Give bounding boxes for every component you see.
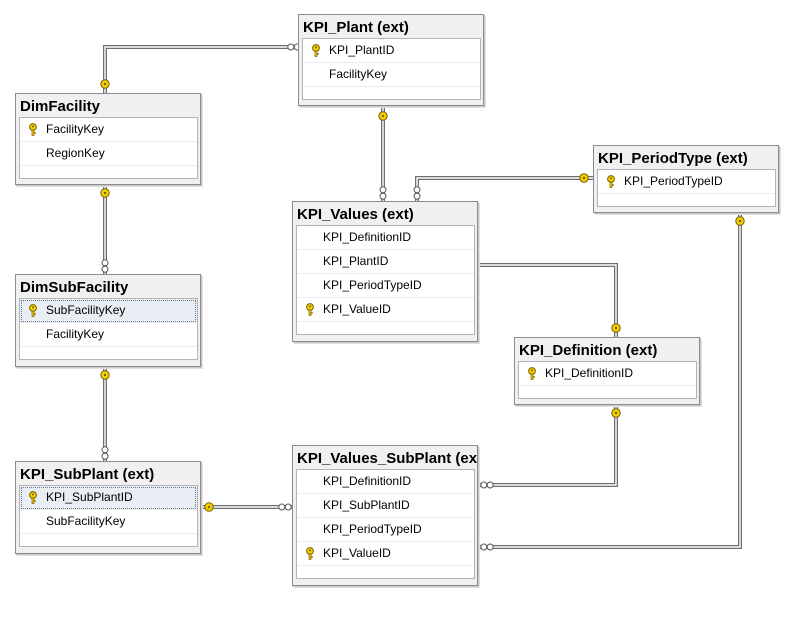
table-title[interactable]: KPI_Values_SubPlant (ext) bbox=[297, 450, 477, 467]
column-name: KPI_PlantID bbox=[323, 254, 389, 268]
relationship-key-end-icon bbox=[735, 216, 745, 226]
column-row[interactable]: FacilityKey bbox=[20, 118, 197, 142]
relationship-many-end-icon bbox=[379, 186, 387, 200]
column-list: KPI_PlantID FacilityKey bbox=[302, 38, 481, 100]
table-title[interactable]: KPI_Definition (ext) bbox=[519, 342, 658, 359]
column-row[interactable]: FacilityKey bbox=[303, 63, 480, 87]
relationship-many-end-icon bbox=[101, 259, 109, 273]
column-row[interactable]: KPI_DefinitionID bbox=[297, 226, 474, 250]
relationship-many-end-icon bbox=[480, 543, 494, 551]
column-name: KPI_ValueID bbox=[323, 546, 391, 560]
column-name: KPI_SubPlantID bbox=[323, 498, 410, 512]
column-row[interactable]: KPI_SubPlantID bbox=[20, 486, 197, 510]
relationship-key-end-icon bbox=[100, 79, 110, 89]
column-row[interactable]: SubFacilityKey bbox=[20, 510, 197, 534]
table-title[interactable]: KPI_Plant (ext) bbox=[303, 19, 409, 36]
column-name: KPI_ValueID bbox=[323, 302, 391, 316]
table-kpi-definition-ext[interactable]: KPI_Definition (ext) KPI_DefinitionID bbox=[514, 337, 700, 405]
empty-row bbox=[297, 322, 474, 334]
column-name: KPI_PeriodTypeID bbox=[323, 278, 422, 292]
table-title[interactable]: KPI_SubPlant (ext) bbox=[20, 466, 155, 483]
column-list: KPI_PeriodTypeID bbox=[597, 169, 776, 207]
table-title[interactable]: KPI_Values (ext) bbox=[297, 206, 414, 223]
relationship-key-end-icon bbox=[611, 323, 621, 333]
column-list: KPI_DefinitionID bbox=[518, 361, 697, 399]
column-row[interactable]: KPI_SubPlantID bbox=[297, 494, 474, 518]
column-name: SubFacilityKey bbox=[46, 514, 126, 528]
relationship-key-end-icon bbox=[611, 408, 621, 418]
table-title[interactable]: DimFacility bbox=[20, 98, 101, 115]
column-list: KPI_SubPlantID SubFacilityKey bbox=[19, 485, 198, 547]
column-list: KPI_DefinitionID KPI_SubPlantID KPI_Period… bbox=[296, 469, 475, 579]
relationship-key-end-icon bbox=[204, 502, 214, 512]
empty-row bbox=[303, 87, 480, 99]
table-kpi-values-ext[interactable]: KPI_Values (ext) KPI_DefinitionID KPI_Plan… bbox=[292, 201, 478, 342]
column-name: KPI_DefinitionID bbox=[323, 230, 412, 244]
empty-row bbox=[519, 386, 696, 398]
column-row[interactable]: KPI_DefinitionID bbox=[297, 470, 474, 494]
relationship-key-end-icon bbox=[100, 370, 110, 380]
column-row[interactable]: KPI_PlantID bbox=[303, 39, 480, 63]
relationship-key-end-icon bbox=[579, 173, 589, 183]
column-name: FacilityKey bbox=[46, 122, 105, 136]
column-row[interactable]: FacilityKey bbox=[20, 323, 197, 347]
column-row[interactable]: KPI_DefinitionID bbox=[519, 362, 696, 386]
column-name: FacilityKey bbox=[46, 327, 105, 341]
relationship-many-end-icon bbox=[413, 186, 421, 200]
column-row[interactable]: KPI_ValueID bbox=[297, 298, 474, 322]
column-row[interactable]: SubFacilityKey bbox=[20, 299, 197, 323]
relationship-many-end-icon bbox=[480, 481, 494, 489]
column-name: RegionKey bbox=[46, 146, 105, 160]
relationship-key-end-icon bbox=[378, 111, 388, 121]
table-kpi-subplant-ext[interactable]: KPI_SubPlant (ext) KPI_SubPlantID SubFacil… bbox=[15, 461, 201, 554]
column-name: KPI_PlantID bbox=[329, 43, 395, 57]
empty-row bbox=[20, 534, 197, 546]
column-name: KPI_PeriodTypeID bbox=[624, 174, 723, 188]
table-title[interactable]: DimSubFacility bbox=[20, 279, 129, 296]
relationship-many-end-icon bbox=[101, 446, 109, 460]
column-list: KPI_DefinitionID KPI_PlantID KPI_PeriodTyp… bbox=[296, 225, 475, 335]
empty-row bbox=[20, 166, 197, 178]
column-row[interactable]: KPI_PeriodTypeID bbox=[598, 170, 775, 194]
column-name: KPI_DefinitionID bbox=[323, 474, 412, 488]
table-kpi-periodtype-ext[interactable]: KPI_PeriodType (ext) KPI_PeriodTypeID bbox=[593, 145, 779, 213]
table-title[interactable]: KPI_PeriodType (ext) bbox=[598, 150, 748, 167]
column-name: SubFacilityKey bbox=[46, 303, 126, 317]
relationship-key-end-icon bbox=[100, 188, 110, 198]
column-row[interactable]: KPI_PlantID bbox=[297, 250, 474, 274]
empty-row bbox=[598, 194, 775, 206]
column-name: FacilityKey bbox=[329, 67, 388, 81]
column-name: KPI_PeriodTypeID bbox=[323, 522, 422, 536]
table-kpi-plant-ext[interactable]: KPI_Plant (ext) KPI_PlantID FacilityKey bbox=[298, 14, 484, 106]
table-kpi-values-subplant-ext[interactable]: KPI_Values_SubPlant (ext) KPI_DefinitionI… bbox=[292, 445, 478, 586]
empty-row bbox=[297, 566, 474, 578]
column-row[interactable]: RegionKey bbox=[20, 142, 197, 166]
column-name: KPI_SubPlantID bbox=[46, 490, 133, 504]
column-row[interactable]: KPI_PeriodTypeID bbox=[297, 274, 474, 298]
column-row[interactable]: KPI_ValueID bbox=[297, 542, 474, 566]
column-name: KPI_DefinitionID bbox=[545, 366, 634, 380]
empty-row bbox=[20, 347, 197, 359]
column-row[interactable]: KPI_PeriodTypeID bbox=[297, 518, 474, 542]
relationship-many-end-icon bbox=[278, 503, 292, 511]
